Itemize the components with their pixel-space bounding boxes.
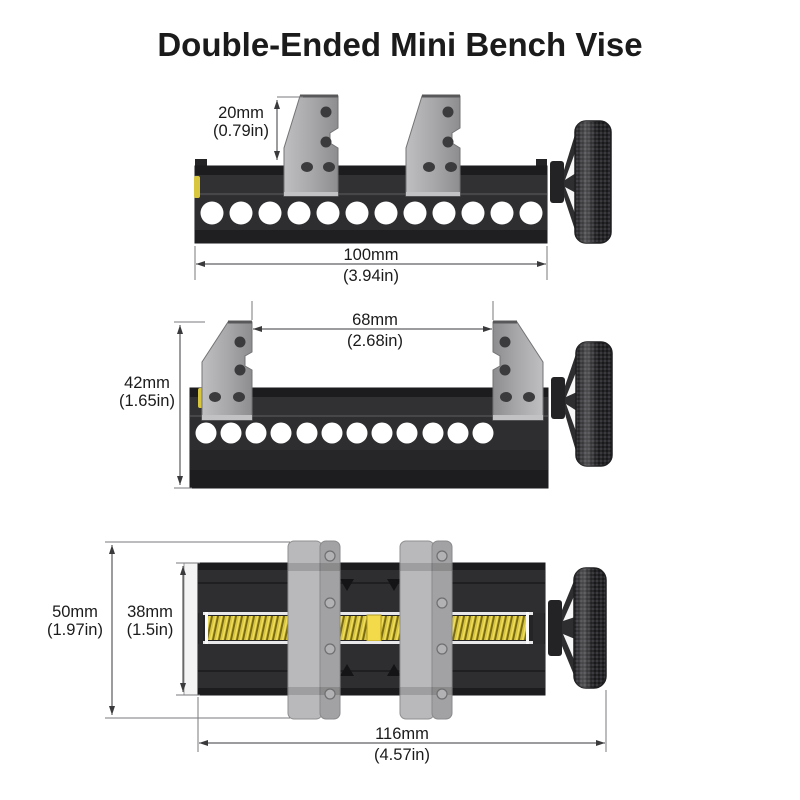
vise-jaw-right bbox=[405, 94, 461, 197]
carrier-screw-holes bbox=[436, 550, 448, 700]
dim-overall-height: 42mm (1.65in) bbox=[119, 321, 205, 489]
dim-body-length-mm: 100mm bbox=[343, 246, 398, 264]
dim-body-width: 38mm (1.5in) bbox=[127, 562, 200, 696]
dim-body-length-inch: (3.94in) bbox=[343, 267, 399, 285]
jaw-carrier-right bbox=[399, 540, 453, 720]
vise-body bbox=[194, 159, 548, 244]
mounting-holes bbox=[200, 201, 543, 225]
dim-overall-width-inch: (1.97in) bbox=[47, 621, 103, 639]
clamp-knob bbox=[550, 120, 612, 244]
clamp-knob bbox=[551, 341, 613, 467]
mounting-holes bbox=[195, 422, 494, 444]
dim-overall-height-mm: 42mm bbox=[124, 374, 170, 392]
dim-body-width-mm: 38mm bbox=[127, 603, 173, 621]
vise-body bbox=[197, 562, 546, 696]
lead-screw-end bbox=[194, 176, 200, 198]
dim-jaw-opening-inch: (2.68in) bbox=[347, 332, 403, 350]
clamp-knob bbox=[548, 567, 607, 689]
dim-jaw-height: 20mm (0.79in) bbox=[213, 96, 303, 160]
screw-coupler bbox=[366, 614, 382, 642]
dim-overall-width-mm: 50mm bbox=[52, 603, 98, 621]
view-side-closed: 20mm (0.79in) 100mm (3.94in) bbox=[194, 94, 612, 285]
end-cap bbox=[183, 562, 199, 696]
view-top: 50mm (1.97in) 38mm (1.5in) 116mm (4.57in… bbox=[47, 540, 607, 764]
jaw-v-grooves bbox=[340, 579, 401, 676]
page-title: Double-Ended Mini Bench Vise bbox=[157, 26, 642, 63]
vise-jaw-right bbox=[492, 320, 544, 421]
dim-overall-length: 116mm (4.57in) bbox=[197, 690, 607, 764]
dim-jaw-opening-mm: 68mm bbox=[352, 311, 398, 329]
vise-jaw-left bbox=[283, 94, 339, 197]
dim-jaw-opening: 68mm (2.68in) bbox=[251, 301, 494, 350]
dim-body-width-inch: (1.5in) bbox=[127, 621, 174, 639]
dim-jaw-height-inch: (0.79in) bbox=[213, 122, 269, 140]
dim-jaw-height-mm: 20mm bbox=[218, 104, 264, 122]
view-side-open: 68mm (2.68in) 42mm (1.65in) bbox=[119, 301, 613, 489]
dim-overall-length-inch: (4.57in) bbox=[374, 746, 430, 764]
vise-jaw-left bbox=[201, 320, 253, 421]
jaw-carrier-left bbox=[287, 540, 341, 720]
dim-overall-length-mm: 116mm bbox=[375, 725, 429, 743]
dim-body-length: 100mm (3.94in) bbox=[194, 246, 548, 285]
dim-overall-height-inch: (1.65in) bbox=[119, 392, 175, 410]
carrier-screw-holes bbox=[324, 550, 336, 700]
